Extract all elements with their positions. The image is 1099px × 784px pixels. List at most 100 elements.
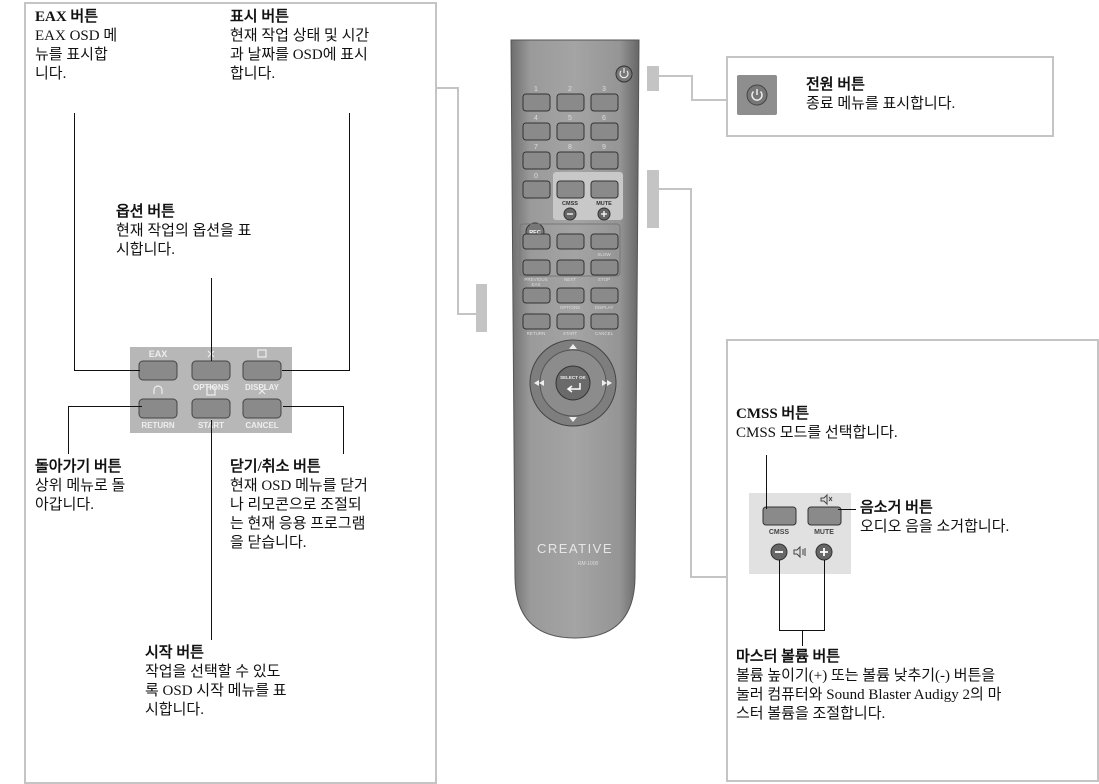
cancel-desc-3: 는 현재 응용 프로그램	[230, 516, 366, 532]
mini-cancel-button[interactable]	[242, 398, 282, 419]
remote-key-4[interactable]	[522, 122, 551, 141]
power-desc-1: 종료 메뉴를 표시합니다.	[806, 96, 956, 112]
power-callout-box	[726, 56, 1054, 137]
volume-desc-1: 볼륨 높이기(+) 또는 볼륨 낮추기(-) 버튼을	[736, 668, 996, 684]
remote-key-9-label: 9	[602, 144, 606, 151]
cancel-x-icon	[258, 387, 266, 395]
eax-desc-2: 뉴를 표시합	[35, 47, 108, 63]
remote-transport-1[interactable]	[522, 233, 551, 250]
eax-desc-3: 니다.	[35, 66, 67, 82]
mini-plus-icon	[820, 548, 828, 556]
volume-callout: 마스터 볼륨 버튼 볼륨 높이기(+) 또는 볼륨 낮추기(-) 버튼을 눌러 …	[736, 648, 1001, 724]
remote-enter-arrow-icon	[566, 383, 581, 393]
remote-eax-label: EAX	[531, 282, 540, 287]
remote-cancel-label: CANCEL	[595, 331, 614, 336]
remote-key-0[interactable]	[522, 180, 551, 199]
remote-cancel-button[interactable]	[590, 313, 619, 330]
remote-key-7[interactable]	[522, 151, 551, 170]
remote-return-button[interactable]	[522, 313, 551, 330]
options-desc-1: 현재 작업의 옵션을 표	[116, 223, 252, 239]
remote-key-8[interactable]	[556, 151, 585, 170]
mini-mute-label: MUTE	[814, 529, 834, 536]
remote-key-7-label: 7	[534, 144, 538, 151]
remote-select-ok-button[interactable]	[555, 365, 591, 401]
cancel-desc-4: 을 닫습니다.	[230, 535, 307, 551]
remote-mute-button[interactable]	[590, 180, 619, 199]
volume-leader-down	[802, 630, 803, 646]
remote-power-button[interactable]	[615, 65, 633, 83]
remote-next-label: NEXT	[564, 277, 576, 282]
cancel-desc-2: 나 리모콘으로 조절되	[230, 497, 362, 513]
remote-previous-label: PREVIOUS	[524, 277, 547, 282]
remote-transport-5[interactable]	[556, 259, 585, 276]
mini-mute-button[interactable]	[807, 506, 842, 526]
mini-cancel-label: CANCEL	[245, 421, 278, 430]
start-desc-1: 작업을 선택할 수 있도	[145, 664, 281, 680]
remote-options-label: OPTIONS	[560, 305, 580, 310]
remote-key-2[interactable]	[556, 93, 585, 112]
mini-display-label: DISPLAY	[245, 383, 280, 392]
remote-stop-label: STOP	[598, 277, 610, 282]
power-title: 전원 버튼	[806, 77, 865, 93]
left-frame-connector-h2	[457, 313, 477, 315]
display-title: 표시 버튼	[230, 9, 289, 25]
mini-start-button[interactable]	[191, 398, 231, 419]
remote-key-5[interactable]	[556, 122, 585, 141]
mini-volume-speaker-icon	[793, 545, 806, 559]
remote-key-9[interactable]	[590, 151, 619, 170]
mini-options-button[interactable]	[191, 360, 231, 381]
display-desc-2: 과 날짜를 OSD에 표시	[230, 47, 368, 63]
eax-desc-1: EAX OSD 메	[35, 28, 118, 44]
mini-display-button[interactable]	[242, 360, 282, 381]
remote-key-2-label: 2	[568, 86, 572, 93]
mini-cmss-button[interactable]	[762, 506, 797, 526]
remote-rec-label: REC	[529, 230, 541, 236]
start-title: 시작 버튼	[145, 645, 204, 661]
start-desc-3: 시합니다.	[145, 702, 204, 718]
cancel-callout: 닫기/취소 버튼 현재 OSD 메뉴를 닫거 나 리모콘으로 조절되 는 현재 …	[230, 458, 368, 553]
remote-key-3[interactable]	[590, 93, 619, 112]
display-leader-h	[282, 370, 350, 371]
remote-display-button[interactable]	[590, 287, 619, 304]
remote-key-1[interactable]	[522, 93, 551, 112]
mini-eax-button[interactable]	[138, 360, 178, 381]
cmss-connector-h2	[690, 576, 726, 578]
return-callout: 돌아가기 버튼 상위 메뉴로 돌 아갑니다.	[35, 458, 125, 515]
remote-eax-button[interactable]	[522, 287, 551, 304]
remote-start-button[interactable]	[556, 313, 585, 330]
mini-return-button[interactable]	[138, 398, 178, 419]
power-icon[interactable]	[745, 83, 769, 107]
remote-cmss-label: CMSS	[562, 201, 578, 207]
remote-transport-6[interactable]	[590, 259, 619, 276]
return-leader-v	[68, 406, 69, 454]
mini-mute-speaker-icon	[820, 493, 833, 506]
start-desc-2: 록 OSD 시작 메뉴를 표	[145, 683, 287, 699]
remote-key-6-label: 6	[602, 115, 606, 122]
eax-callout: EAX 버튼 EAX OSD 메 뉴를 표시합 니다.	[35, 8, 117, 84]
left-frame-connector-h	[437, 87, 459, 89]
volume-leader-left	[779, 560, 780, 631]
power-bracket-tab	[647, 66, 659, 91]
remote-key-6[interactable]	[590, 122, 619, 141]
display-screen-icon	[257, 349, 267, 358]
remote-options-button[interactable]	[556, 287, 585, 304]
remote-transport-3[interactable]	[590, 233, 619, 250]
cmss-callout: CMSS 버튼 CMSS 모드를 선택합니다.	[736, 405, 898, 443]
remote-down-arrow-icon	[569, 417, 577, 422]
mute-callout: 음소거 버튼 오디오 음을 소거합니다.	[860, 499, 1009, 537]
remote-slow-label: SLOW	[597, 252, 611, 257]
mute-leader	[838, 509, 856, 510]
remote-transport-4[interactable]	[522, 259, 551, 276]
display-callout: 표시 버튼 현재 작업 상태 및 시간 과 날짜를 OSD에 표시 합니다.	[230, 8, 369, 84]
remote-display-label: DISPLAY	[595, 305, 614, 310]
remote-key-5-label: 5	[568, 115, 572, 122]
mute-title: 음소거 버튼	[860, 500, 933, 516]
left-frame-connector-v	[457, 87, 459, 315]
remote-start-label: START	[563, 331, 578, 336]
remote-transport-panel	[519, 223, 621, 277]
power-connector-h2	[691, 99, 727, 101]
remote-cmss-button[interactable]	[556, 180, 585, 199]
remote-transport-2[interactable]	[556, 233, 585, 250]
cmss-title: CMSS 버튼	[736, 406, 810, 422]
eax-title: EAX 버튼	[35, 9, 99, 25]
